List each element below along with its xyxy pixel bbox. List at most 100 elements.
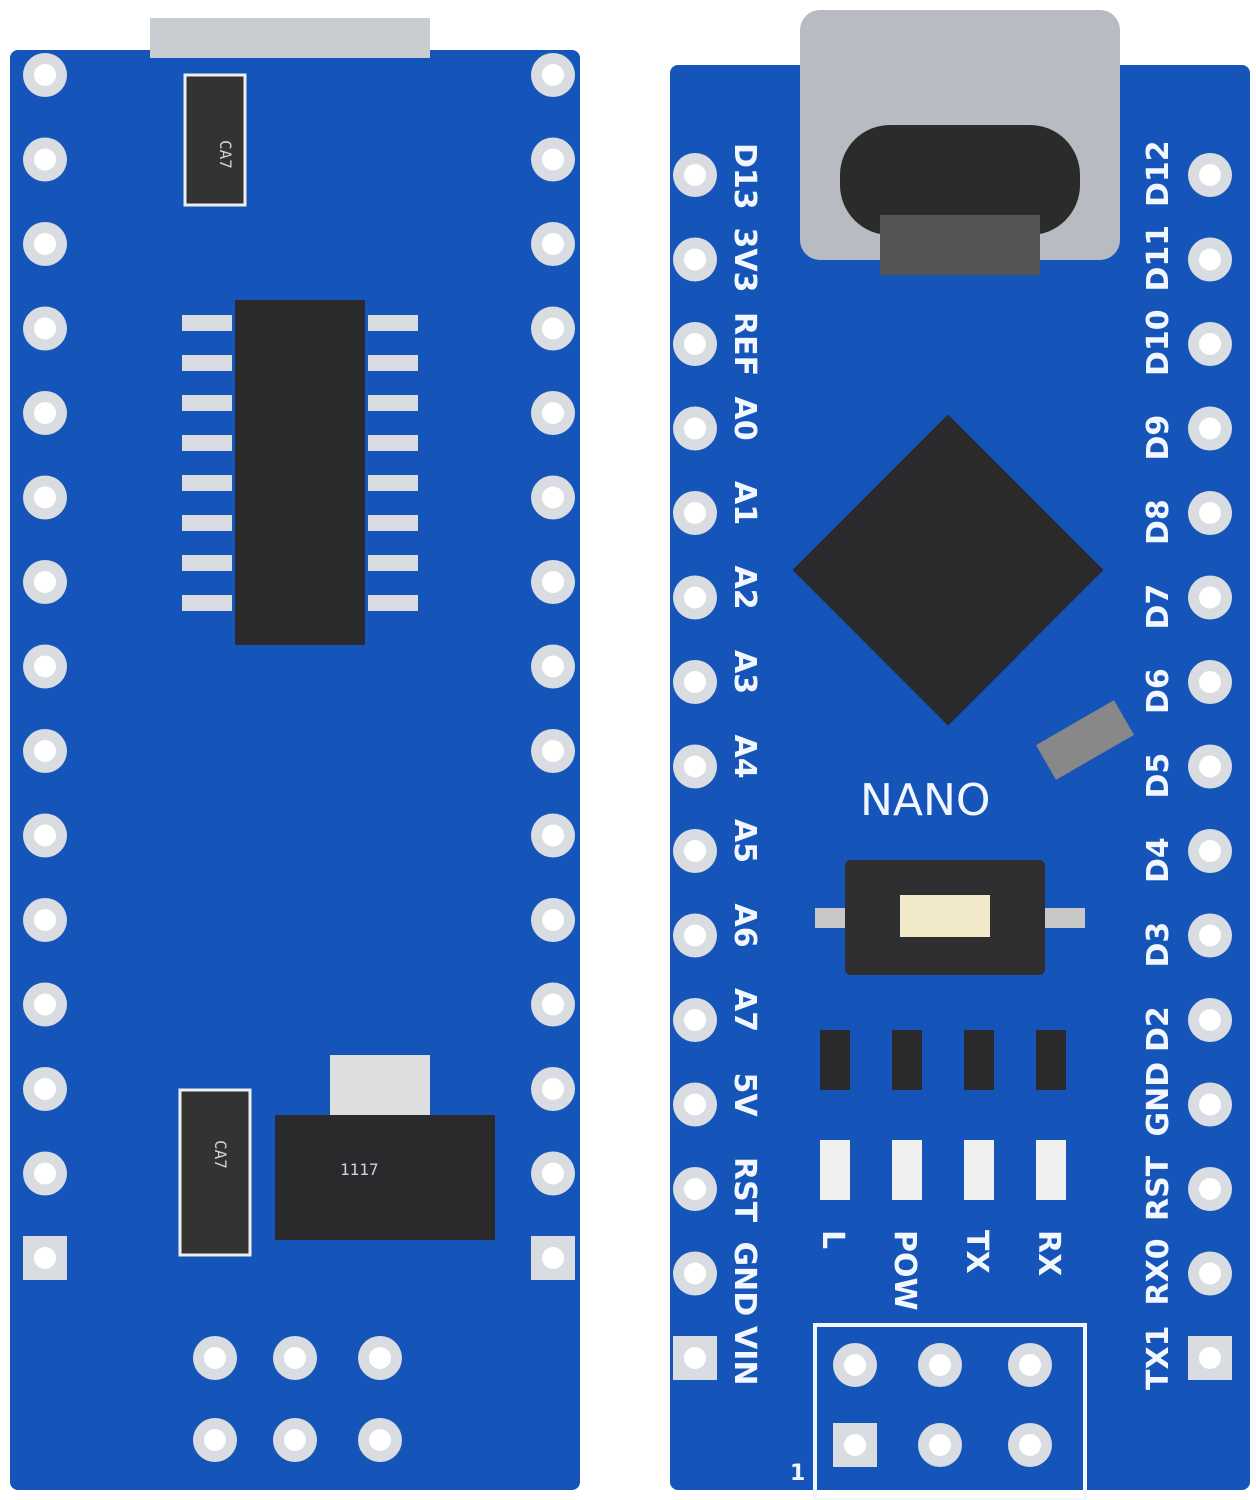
pin-label-right: GND bbox=[1141, 1062, 1176, 1137]
hole-drill bbox=[1199, 248, 1221, 271]
hole-drill bbox=[1199, 417, 1221, 440]
hole-drill bbox=[844, 1434, 866, 1456]
capacitor-top bbox=[183, 73, 247, 207]
hole-drill bbox=[684, 1178, 706, 1200]
hole-drill bbox=[34, 1162, 56, 1185]
capacitor-bottom bbox=[178, 1088, 252, 1257]
hole-drill bbox=[1199, 1347, 1221, 1369]
hole-drill bbox=[542, 486, 564, 509]
hole-drill bbox=[684, 586, 706, 609]
resistor bbox=[964, 1030, 994, 1090]
led bbox=[1036, 1140, 1066, 1200]
pin-label-right: D10 bbox=[1141, 309, 1176, 376]
pin-label-right: D11 bbox=[1141, 225, 1176, 292]
hole-drill bbox=[542, 148, 564, 171]
hole-drill bbox=[34, 1247, 56, 1269]
hole-drill bbox=[684, 248, 706, 271]
capacitor-top-mark: CA7 bbox=[216, 140, 235, 169]
hole-drill bbox=[542, 1247, 564, 1269]
pin-label-left: VIN bbox=[727, 1326, 762, 1386]
hole-drill bbox=[684, 1262, 706, 1285]
hole-drill bbox=[34, 909, 56, 931]
pin-label-right: RX0 bbox=[1141, 1238, 1176, 1305]
hole-drill bbox=[1199, 1178, 1221, 1200]
hole-drill bbox=[1199, 333, 1221, 355]
hole-drill bbox=[34, 740, 56, 762]
pin-label-left: A4 bbox=[727, 735, 762, 779]
pin-label-left: D13 bbox=[727, 143, 762, 210]
led bbox=[964, 1140, 994, 1200]
hole-drill bbox=[542, 233, 564, 255]
pin-label-left: A6 bbox=[727, 904, 762, 948]
board-title: NANO bbox=[860, 775, 991, 826]
hole-drill bbox=[1199, 502, 1221, 524]
pin-label-right: D5 bbox=[1141, 753, 1176, 799]
hole-drill bbox=[542, 740, 564, 762]
hole-drill bbox=[34, 402, 56, 424]
chip-lead bbox=[182, 555, 232, 571]
pin-label-left: A3 bbox=[727, 650, 762, 694]
hole-drill bbox=[34, 64, 56, 86]
pin-label-left: A7 bbox=[727, 988, 762, 1032]
voltage-regulator bbox=[275, 1115, 495, 1240]
chip-lead bbox=[182, 475, 232, 491]
hole-drill bbox=[204, 1347, 226, 1369]
pin-label-left: RST bbox=[727, 1157, 762, 1223]
chip-lead bbox=[368, 555, 418, 571]
hole-drill bbox=[542, 824, 564, 847]
led bbox=[892, 1140, 922, 1200]
pin-label-left: REF bbox=[727, 312, 762, 376]
hole-drill bbox=[1199, 671, 1221, 693]
hole-drill bbox=[284, 1347, 306, 1369]
led-label: POW bbox=[887, 1230, 922, 1311]
hole-drill bbox=[684, 502, 706, 524]
hole-drill bbox=[34, 317, 56, 340]
hole-drill bbox=[34, 1078, 56, 1100]
chip-lead bbox=[368, 515, 418, 531]
hole-drill bbox=[542, 571, 564, 593]
hole-drill bbox=[684, 671, 706, 693]
hole-drill bbox=[1199, 840, 1221, 862]
hole-drill bbox=[369, 1347, 391, 1369]
pin-label-right: D7 bbox=[1141, 584, 1176, 630]
hole-drill bbox=[34, 655, 56, 678]
hole-drill bbox=[684, 417, 706, 440]
pin-label-right: D6 bbox=[1141, 668, 1176, 714]
hole-drill bbox=[542, 402, 564, 424]
pin-label-left: A5 bbox=[727, 819, 762, 863]
hole-drill bbox=[542, 909, 564, 931]
chip-lead bbox=[368, 315, 418, 331]
hole-drill bbox=[684, 924, 706, 947]
pin-label-left: 5V bbox=[727, 1073, 762, 1118]
usb-serial-chip bbox=[235, 300, 365, 645]
hole-drill bbox=[844, 1354, 866, 1376]
led bbox=[820, 1140, 850, 1200]
resistor bbox=[1036, 1030, 1066, 1090]
crystal bbox=[1036, 700, 1134, 780]
resistor bbox=[892, 1030, 922, 1090]
icsp-pin-one: 1 bbox=[790, 1461, 805, 1486]
pin-label-right: D2 bbox=[1141, 1006, 1176, 1052]
pin-label-left: 3V3 bbox=[727, 228, 762, 293]
led-label: L bbox=[815, 1230, 850, 1249]
hole-drill bbox=[542, 1078, 564, 1100]
usb-connector-back bbox=[150, 18, 430, 58]
chip-lead bbox=[368, 475, 418, 491]
chip-lead bbox=[368, 355, 418, 371]
hole-drill bbox=[929, 1354, 951, 1376]
led-label: TX bbox=[959, 1230, 994, 1274]
hole-drill bbox=[34, 148, 56, 171]
pin-label-left: A2 bbox=[727, 566, 762, 610]
pin-label-right: D3 bbox=[1141, 922, 1176, 968]
led-label: RX bbox=[1031, 1230, 1066, 1276]
pin-label-right: TX1 bbox=[1141, 1326, 1176, 1390]
pin-label-right: D9 bbox=[1141, 415, 1176, 461]
hole-drill bbox=[684, 1347, 706, 1369]
chip-lead bbox=[368, 595, 418, 611]
chip-lead bbox=[182, 435, 232, 451]
hole-drill bbox=[34, 571, 56, 593]
hole-drill bbox=[1199, 1009, 1221, 1031]
hole-drill bbox=[34, 233, 56, 255]
hole-drill bbox=[1199, 1093, 1221, 1116]
